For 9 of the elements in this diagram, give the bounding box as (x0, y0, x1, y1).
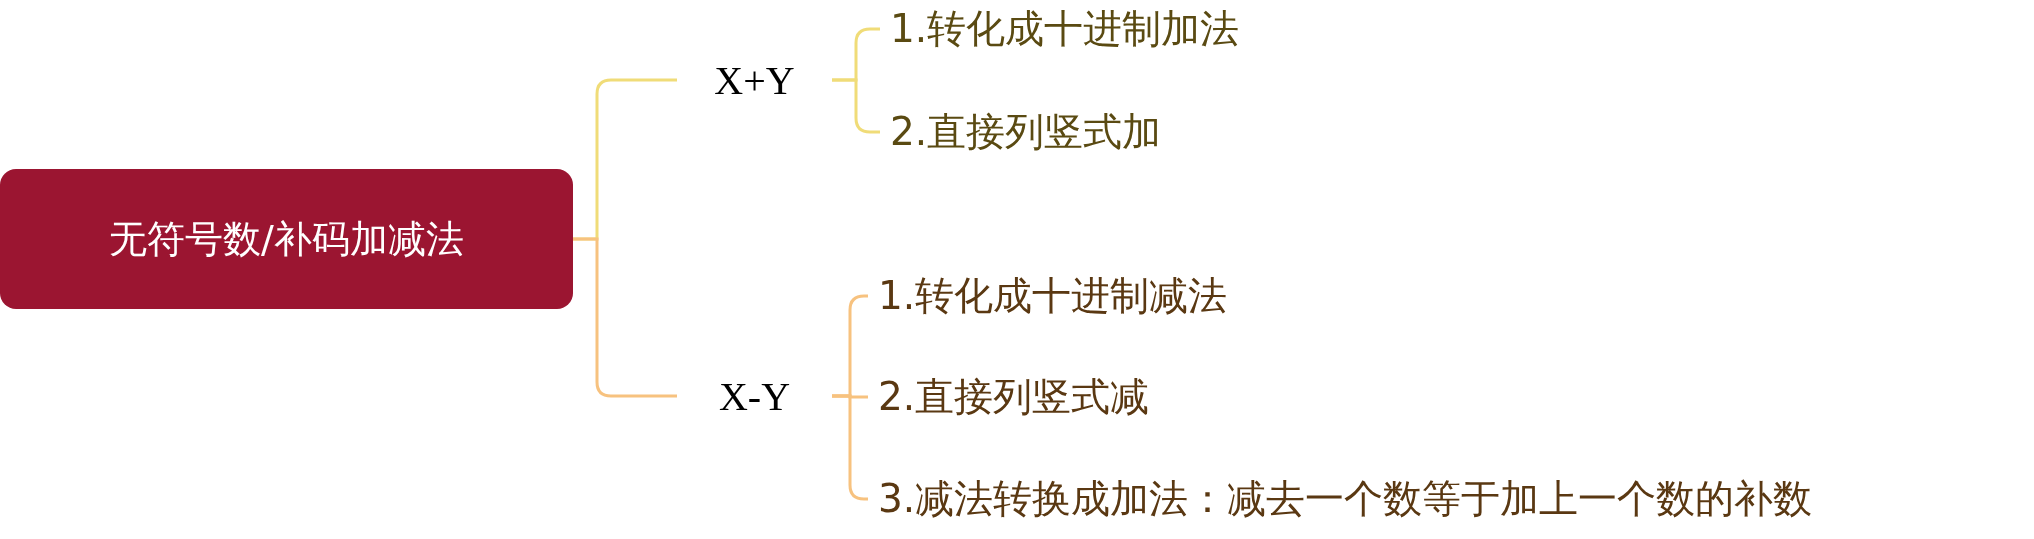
subtopic: 1.转化成十进制减法 (868, 271, 1228, 321)
subtopic: 2.直接列竖式减 (868, 372, 1150, 422)
subtopic: 1.转化成十进制加法 (880, 4, 1240, 54)
root-topic-box: 无符号数/补码加减法 (0, 169, 573, 309)
branch-topic: X-Y (677, 371, 832, 421)
connector-line (573, 237, 677, 398)
subtopic: 3.减法转换成加法：减去一个数等于加上一个数的补数 (868, 474, 1813, 524)
branch-topic: X+Y (677, 55, 832, 105)
subtopic: 2.直接列竖式加 (880, 107, 1162, 157)
